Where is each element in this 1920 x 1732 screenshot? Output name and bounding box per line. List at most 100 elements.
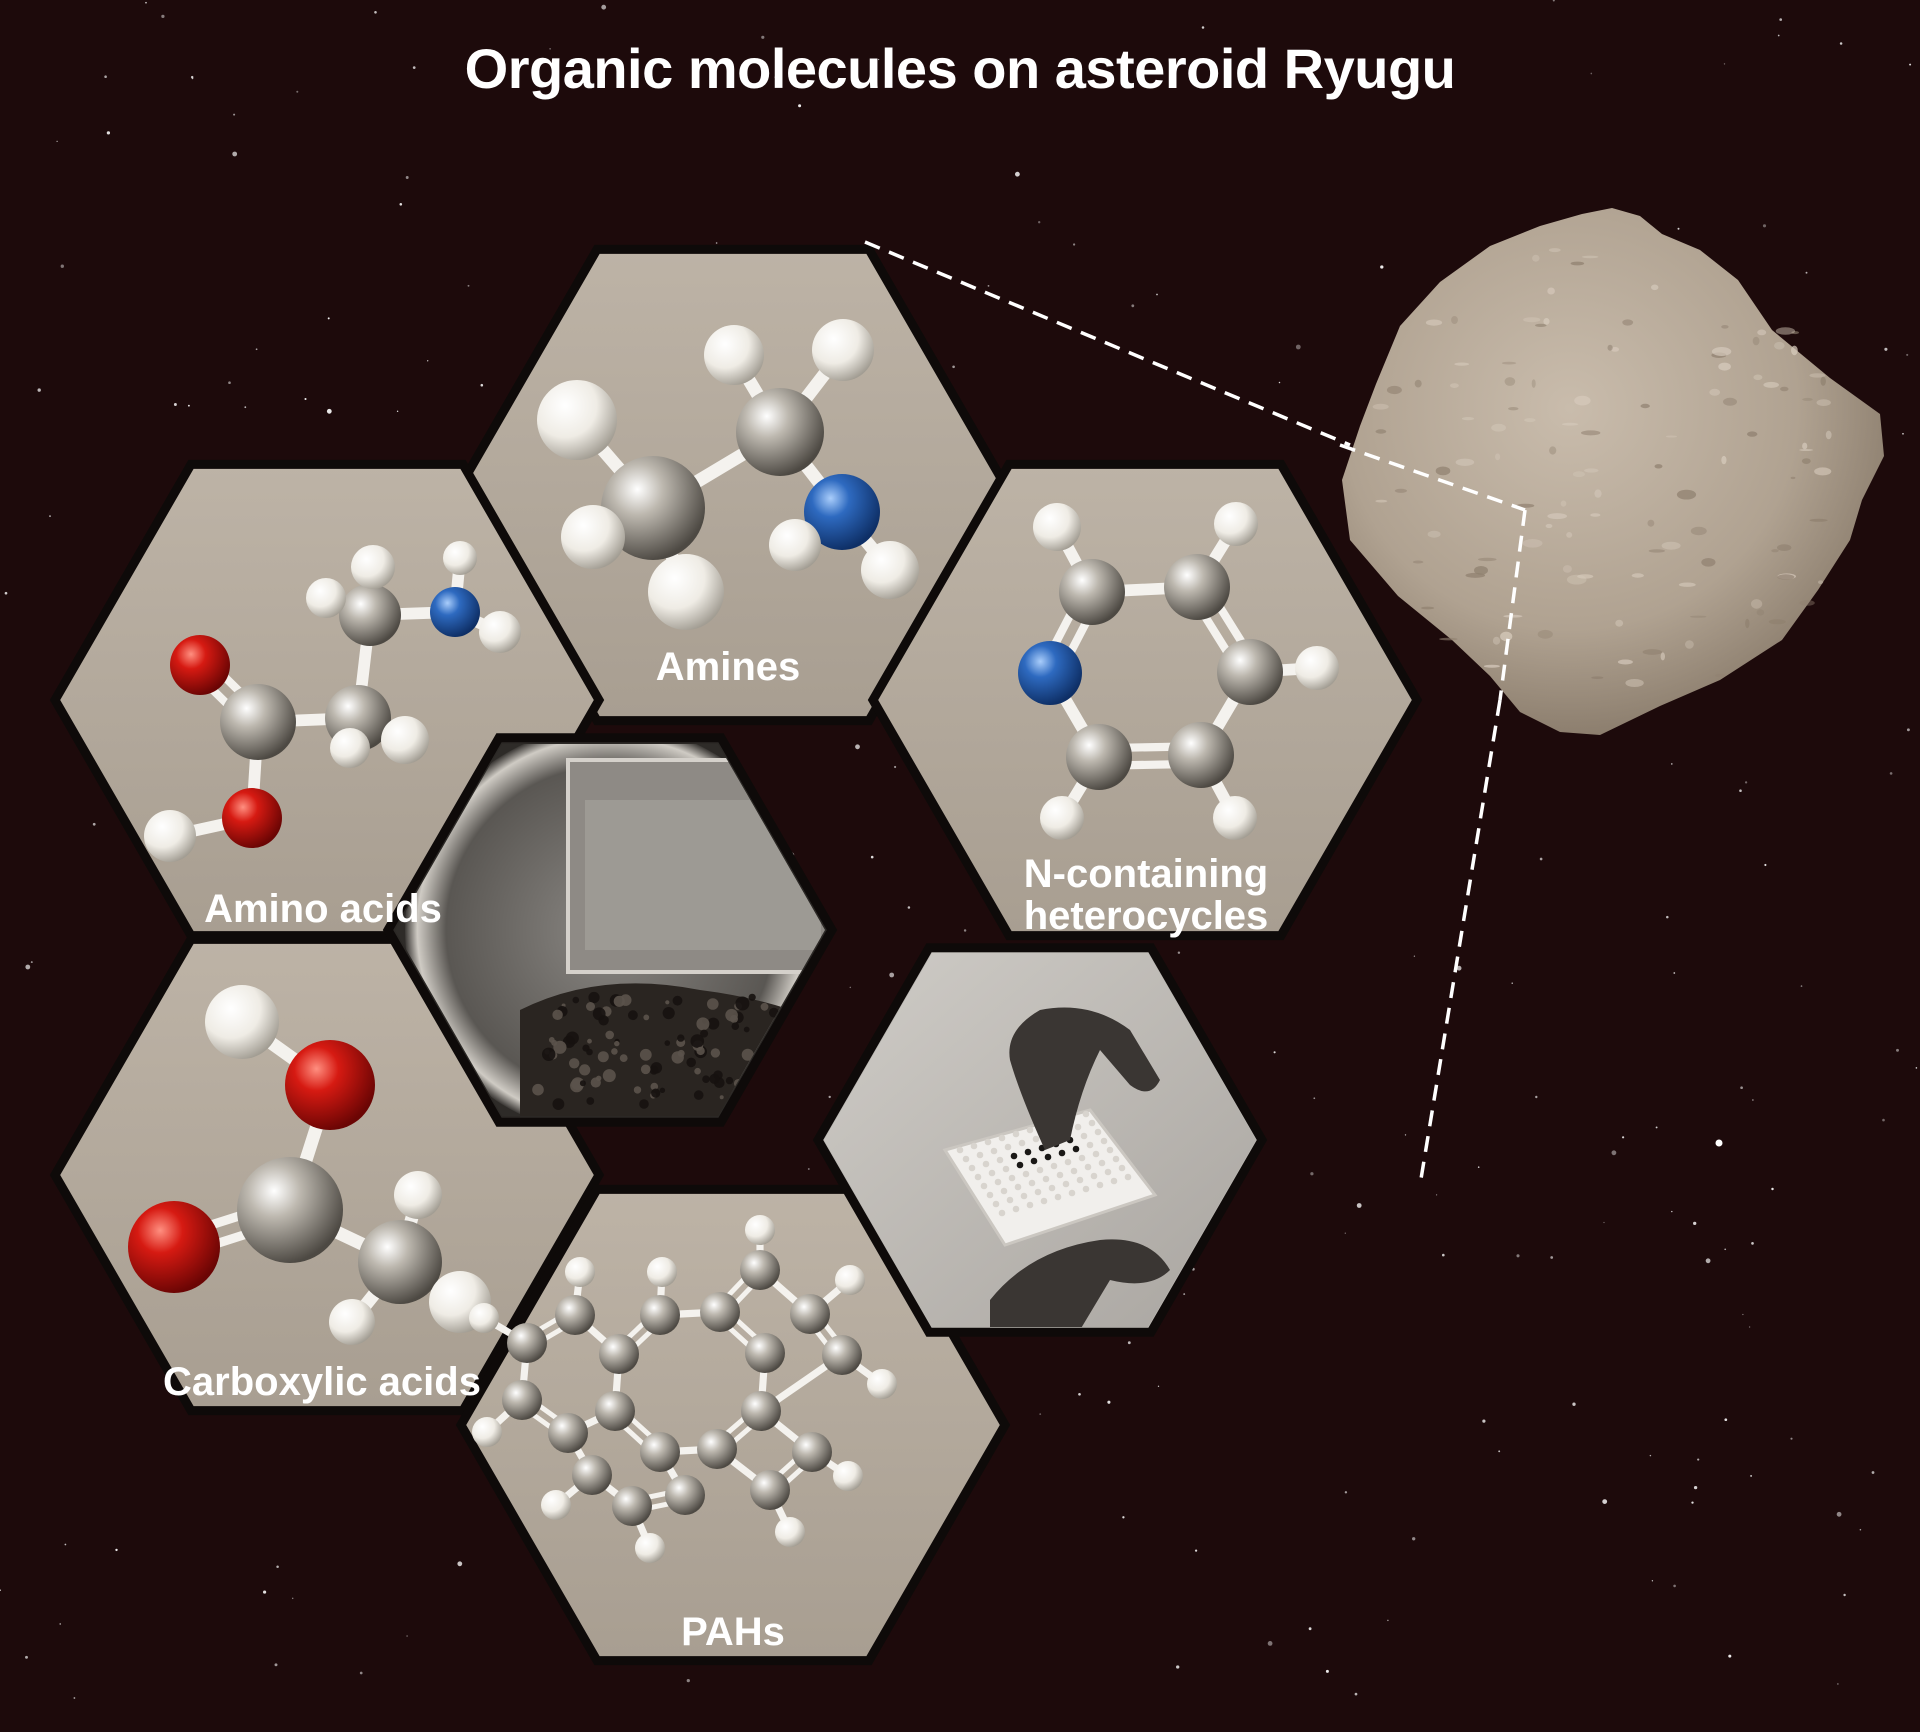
star — [291, 1597, 294, 1600]
star — [1751, 1242, 1754, 1245]
asteroid-texture — [1461, 417, 1475, 421]
star — [761, 35, 765, 39]
star — [1871, 1471, 1875, 1474]
nitrogen-atom — [1018, 641, 1082, 705]
asteroid-texture — [1495, 453, 1501, 461]
star — [104, 75, 107, 78]
asteroid-texture — [1425, 319, 1443, 326]
carbon-atom — [572, 1455, 612, 1495]
star — [877, 58, 880, 61]
asteroid-texture — [1474, 566, 1488, 575]
star — [1194, 1549, 1198, 1552]
hydrogen-atom — [469, 1303, 499, 1333]
asteroid-texture — [1483, 664, 1500, 668]
asteroid-texture — [1491, 423, 1506, 432]
star — [1482, 1419, 1486, 1423]
star — [601, 4, 607, 10]
asteroid-texture — [1690, 526, 1707, 536]
asteroid-texture — [1375, 429, 1387, 434]
hydrogen-atom — [561, 505, 625, 569]
asteroid-texture — [1531, 379, 1536, 388]
callout-dashed-lines — [864, 240, 1527, 1186]
hydrogen-atom — [394, 1171, 442, 1219]
star — [276, 1565, 279, 1569]
hydrogen-atom — [647, 1257, 677, 1287]
asteroid-texture — [1607, 344, 1613, 351]
asteroid-texture — [1523, 317, 1541, 323]
asteroid-texture — [1711, 347, 1732, 356]
star — [412, 66, 416, 69]
asteroid-texture — [1615, 619, 1624, 627]
star — [1673, 1584, 1676, 1588]
star — [1498, 1450, 1501, 1453]
hydrogen-atom — [1213, 796, 1257, 840]
star — [1177, 951, 1181, 954]
asteroid-texture — [1678, 582, 1696, 587]
capsule-screw — [886, 931, 912, 957]
hydrogen-atom — [537, 380, 617, 460]
asteroid-texture — [1574, 395, 1591, 406]
ryugu-asteroid — [1342, 208, 1884, 735]
star — [1550, 1256, 1554, 1259]
gloved-hand-top — [1009, 1007, 1160, 1150]
star — [1435, 1194, 1438, 1196]
hydrogen-atom — [541, 1490, 571, 1520]
asteroid-texture — [1661, 541, 1681, 550]
star — [1412, 1537, 1416, 1541]
asteroid-texture — [1718, 362, 1731, 371]
asteroid-texture — [1545, 523, 1553, 529]
star — [405, 176, 409, 179]
star — [1677, 227, 1680, 230]
star — [1836, 1511, 1842, 1517]
star — [1344, 1232, 1346, 1234]
carbon-atom — [358, 1220, 442, 1304]
gloved-hand-bottom — [990, 1239, 1170, 1327]
asteroid-texture — [1780, 386, 1789, 392]
star — [1764, 863, 1767, 867]
asteroid-texture — [1582, 255, 1599, 259]
star — [106, 131, 111, 135]
carbon-atom — [612, 1486, 652, 1526]
star — [1183, 1293, 1186, 1296]
hydrogen-atom — [775, 1517, 805, 1547]
asteroid-texture — [1435, 466, 1451, 476]
carbon-atom — [1217, 639, 1283, 705]
asteroid-texture — [1751, 599, 1763, 609]
star — [952, 365, 955, 369]
star — [1208, 59, 1211, 62]
molecule-amines — [537, 319, 919, 630]
hydrogen-atom — [144, 810, 196, 862]
star — [1884, 347, 1888, 351]
callout-line — [1418, 699, 1502, 1186]
asteroid-texture — [1701, 558, 1716, 567]
label-heterocycles-line2: heterocycles — [1024, 894, 1269, 938]
asteroid-texture — [1610, 347, 1620, 352]
bright-star — [1715, 1139, 1723, 1147]
label-amino-acids: Amino acids — [204, 887, 442, 931]
asteroid-texture — [1591, 676, 1604, 679]
hydrogen-atom — [205, 985, 279, 1059]
hydrogen-atom — [1295, 646, 1339, 690]
asteroid-texture — [1547, 287, 1555, 295]
asteroid-texture — [1799, 449, 1813, 451]
star — [1413, 955, 1416, 957]
asteroid-texture — [1640, 403, 1650, 409]
carbon-atom — [502, 1380, 542, 1420]
star — [1896, 1048, 1899, 1052]
asteroid-texture — [1492, 636, 1501, 645]
asteroid-texture — [1820, 376, 1826, 386]
star — [1882, 1118, 1885, 1122]
star — [1728, 1654, 1732, 1658]
hydrogen-atom — [479, 611, 521, 653]
asteroid-texture — [1522, 539, 1543, 548]
oxygen-atom — [285, 1040, 375, 1130]
carbon-atom — [220, 684, 296, 760]
star — [849, 986, 852, 989]
star — [774, 75, 778, 79]
star — [963, 929, 967, 932]
star — [1691, 1501, 1694, 1504]
asteroid-texture — [1774, 341, 1785, 350]
asteroid-texture — [1777, 574, 1795, 580]
asteroid-texture — [1516, 503, 1535, 508]
